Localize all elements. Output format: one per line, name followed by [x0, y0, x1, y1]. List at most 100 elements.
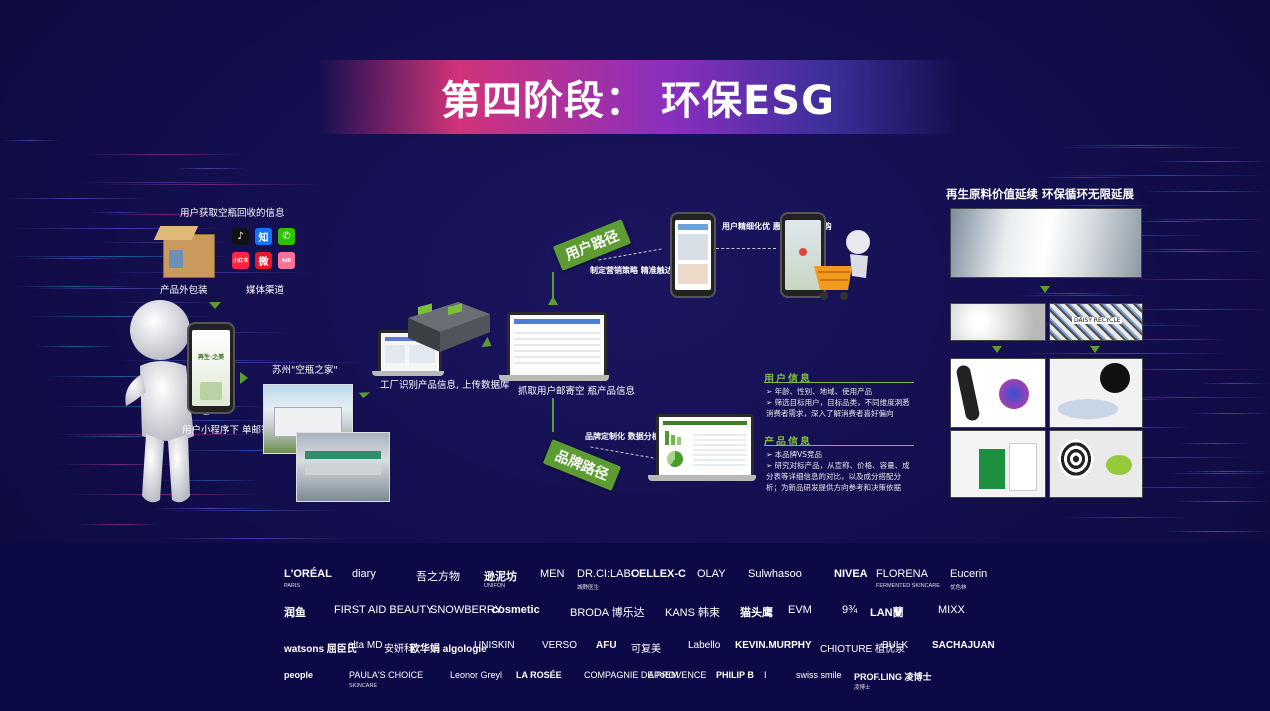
strategy-label: 制定营销策略 精准触达用户: [590, 266, 689, 275]
brand-logo: PROF.LING 凌博士: [854, 672, 932, 682]
analysis-label: 品牌定制化 数据分析: [585, 432, 660, 441]
capture-laptop: [507, 312, 607, 378]
background-streak: [160, 480, 260, 481]
user-info-bullet: 消费者需求，深入了解消费者喜好偏向: [766, 409, 894, 418]
background-streak: [1081, 457, 1250, 458]
shopping-cart-figure-image: [814, 230, 870, 300]
mini-program-phone: 再生·之美: [187, 322, 235, 414]
brand-logo: FIRST AID BEAUTY: [334, 604, 434, 616]
background-streak: [138, 362, 372, 363]
background-streak: [1143, 191, 1270, 192]
user-info-heading: 用户信息: [764, 374, 812, 385]
zhihu-icon: 知: [255, 228, 272, 245]
brand-path-connector: [552, 398, 554, 432]
brand-logo: PHILIP B: [716, 670, 754, 680]
background-streak: [1061, 517, 1190, 518]
product-info-bullet: 析；为新品研发提供方向参考和决策依据: [766, 483, 901, 492]
background-streak: [4, 256, 236, 257]
background-streak: [22, 258, 128, 259]
down-arrow-icon: [992, 346, 1002, 353]
background-streak: [140, 420, 280, 421]
brand-logo: MEN: [540, 568, 565, 580]
right-arrow-icon: [240, 372, 248, 384]
background-streak: [34, 346, 116, 347]
bag-product-photo: [950, 430, 1046, 498]
brand-logo: VERSO: [542, 640, 578, 651]
factory-label: 苏州"空瓶之家": [272, 365, 338, 376]
background-streak: [32, 288, 208, 289]
push-dashed-line: [716, 248, 776, 249]
brand-logo: I: [764, 670, 767, 680]
brand-logo: LA ROSÉE: [516, 670, 562, 680]
background-streak: [106, 214, 224, 215]
recycle-title: 再生原料价值延续 环保循环无限延展: [946, 187, 1135, 201]
background-streak: [1163, 531, 1270, 532]
brand-logo: NIVEA: [834, 568, 868, 580]
mail-bottle-label: 用户小程序下 单邮寄空瓶: [182, 425, 290, 436]
brand-logo: Leonor Greyl: [450, 670, 503, 680]
brand-logo: AFU: [596, 640, 617, 651]
brand-logo: SNOWBERRY: [430, 604, 502, 616]
product-info-bullet: ➢ 本品牌VS竞品: [766, 450, 823, 459]
background-streak: [1041, 177, 1130, 178]
down-arrow-icon: [1040, 286, 1050, 293]
recycle-tile-text: DAISY RECYCLE: [1072, 317, 1123, 324]
product-info-bullet: ➢ 研究对标产品，从宣称、价格、容量、成: [766, 461, 910, 470]
xiaohongshu-icon: 小红书: [232, 252, 249, 269]
background-streak: [1199, 383, 1270, 384]
skateboard-product-photo: [950, 358, 1046, 428]
background-streak: [96, 184, 324, 185]
background-streak: [64, 436, 176, 437]
background-streak: [14, 286, 136, 287]
down-arrow-icon: [209, 302, 221, 309]
upload-label: 工厂识别产品信息, 上传数据库: [380, 380, 510, 391]
user-info-bullet: ➢ 筛选目标用户，目标品类，不同维度洞悉: [766, 398, 910, 407]
brand-logo: elta MD: [348, 640, 383, 651]
product-info-bullet: 分表等详细信息的对比，以及成分搭配分: [766, 472, 901, 481]
brand-logo: 吾之方物: [416, 571, 460, 583]
down-arrow-icon: [1090, 346, 1100, 353]
user-path-connector: [552, 272, 554, 298]
brand-logo-subtitle: SKINCARE: [349, 683, 378, 689]
media-label: 媒体渠道: [246, 285, 285, 296]
brand-logo: diary: [352, 568, 376, 580]
capture-label: 抓取用户邮寄空 瓶产品信息: [518, 386, 636, 397]
background-streak: [1101, 397, 1270, 398]
analytics-laptop-base: [648, 475, 756, 481]
brand-logo: BRODA 博乐达: [570, 607, 645, 619]
push-label: 用户精细化优 惠推送引导复 购: [722, 222, 832, 231]
clock-product-photo: [1049, 358, 1143, 428]
brand-logo: LAN蘭: [870, 607, 904, 619]
douyin-icon: ♪: [232, 228, 249, 245]
up-arrow-icon: [548, 296, 558, 305]
background-streak: [1015, 295, 1150, 296]
brand-logo-subtitle: 优色林: [950, 585, 967, 591]
background-streak: [1097, 369, 1270, 370]
map-phone: [780, 212, 826, 298]
background-streak: [1123, 251, 1270, 252]
brand-logo: MIXX: [938, 604, 965, 616]
brand-logo: EVM: [788, 604, 812, 616]
user-info-underline: [764, 382, 914, 383]
brand-logo-subtitle: FERMENTED SKINCARE: [876, 583, 940, 589]
user-info-bullet: ➢ 年龄、性别、地域、使用产品: [766, 387, 873, 396]
background-streak: [1183, 471, 1270, 472]
brand-logo: FLORENA: [876, 568, 928, 580]
background-streak: [172, 168, 248, 169]
background-streak: [1173, 501, 1270, 502]
background-streak: [76, 524, 164, 525]
background-streak: [86, 154, 244, 155]
brand-logos-panel: [0, 543, 1270, 711]
phone-screen-title: 再生·之美: [197, 354, 225, 361]
brand-logo: Sulwhasoo: [748, 568, 802, 580]
brand-logo: CELLEX-C: [631, 568, 686, 580]
capture-laptop-base: [499, 375, 609, 381]
background-streak: [88, 212, 152, 213]
analytics-laptop: [656, 414, 754, 478]
background-streak: [44, 376, 196, 377]
brand-logo: CHIOTURE 植优泉: [820, 644, 905, 655]
background-streak: [12, 228, 228, 229]
brand-logo: DR.CI:LABO: [577, 568, 640, 580]
brand-logo: 9¾: [842, 604, 858, 616]
database-laptop-base: [372, 371, 444, 376]
